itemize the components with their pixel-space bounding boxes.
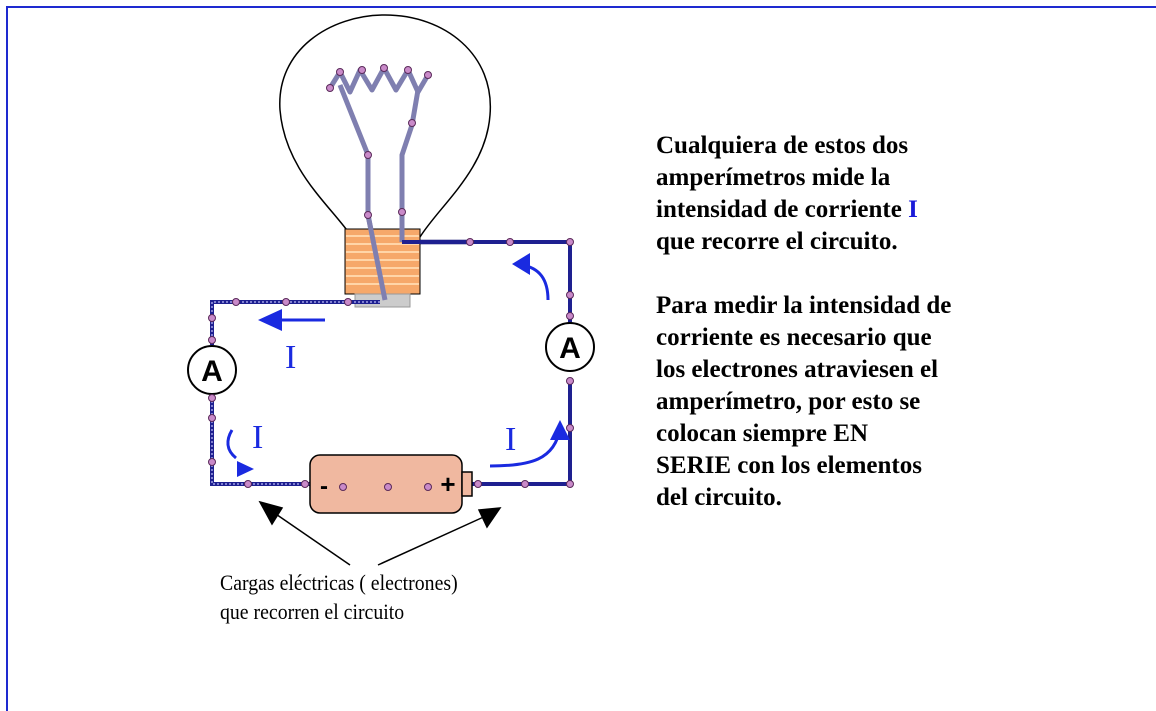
- battery: - +: [309, 454, 473, 514]
- paragraph-ammeter-measures: Cualquiera de estos dos amperímetros mid…: [656, 132, 918, 255]
- current-label-right: I: [505, 421, 516, 458]
- ammeter-right: A: [545, 322, 595, 372]
- current-label-left: I: [252, 419, 263, 456]
- en-serie-emphasis-1: EN: [833, 420, 869, 447]
- current-label-top: I: [285, 339, 296, 376]
- ammeter-right-label: A: [559, 332, 581, 365]
- caption-line-2: que recorren el circuito: [220, 599, 405, 624]
- circuit-diagram: A A - + I I I: [187, 14, 595, 566]
- electron-nodes: [208, 64, 574, 491]
- caption-pointers: [258, 500, 502, 566]
- caption-line-1: Cargas eléctricas ( electrones): [220, 570, 458, 595]
- bulb-glass: [279, 14, 491, 238]
- ammeter-left: A: [187, 345, 237, 395]
- bulb-filament: [327, 65, 431, 95]
- diagram-caption: Cargas eléctricas ( electrones) que reco…: [220, 568, 458, 626]
- en-serie-emphasis-2: SERIE: [656, 452, 732, 479]
- explanation-text: Cualquiera de estos dos amperímetros mid…: [656, 130, 1126, 546]
- battery-negative-label: -: [320, 473, 328, 500]
- page-frame: [6, 6, 1156, 711]
- battery-positive-label: +: [440, 469, 455, 499]
- paragraph-series-connection: Para medir la intensidad de corriente es…: [656, 292, 952, 511]
- ammeter-left-label: A: [201, 355, 223, 388]
- current-symbol: I: [908, 196, 918, 223]
